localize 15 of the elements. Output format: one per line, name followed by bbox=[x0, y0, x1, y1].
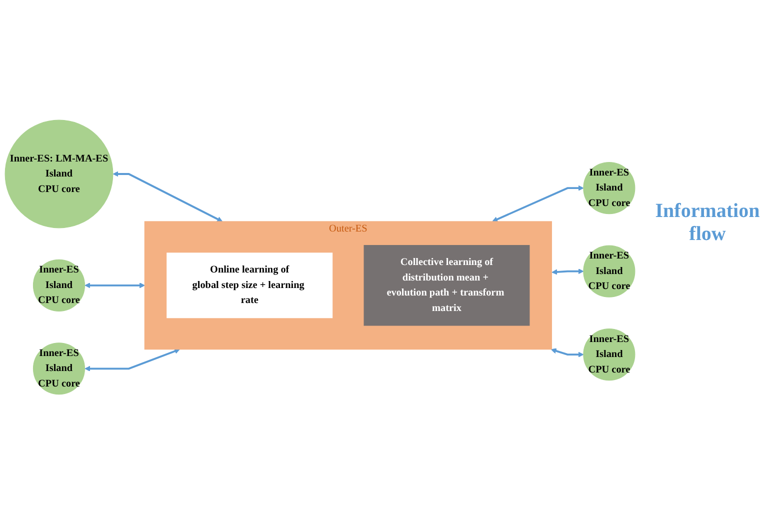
node-circle: Inner-ES: LM-MA-ES Island CPU core bbox=[4, 120, 114, 228]
arrow bbox=[84, 282, 145, 288]
node-circle: Inner-ES Island CPU core bbox=[583, 245, 636, 298]
node-circle: Inner-ES Island CPU core bbox=[32, 342, 86, 394]
arrow bbox=[492, 185, 584, 222]
node-circle: Inner-ES Island CPU core bbox=[32, 259, 86, 312]
arrow bbox=[84, 348, 180, 372]
node-circle: Inner-ES Island CPU core bbox=[583, 328, 636, 380]
node-box: Collective learning of distribution mean + evolution path + transform matrix bbox=[364, 244, 530, 326]
annotation-label: Information flow bbox=[654, 200, 761, 246]
node-box: Online learning of global step size + learning rate bbox=[166, 252, 333, 318]
node-circle: Inner-ES Island CPU core bbox=[583, 162, 636, 214]
arrow bbox=[550, 348, 584, 358]
arrow bbox=[112, 170, 223, 222]
arrow bbox=[552, 268, 584, 275]
